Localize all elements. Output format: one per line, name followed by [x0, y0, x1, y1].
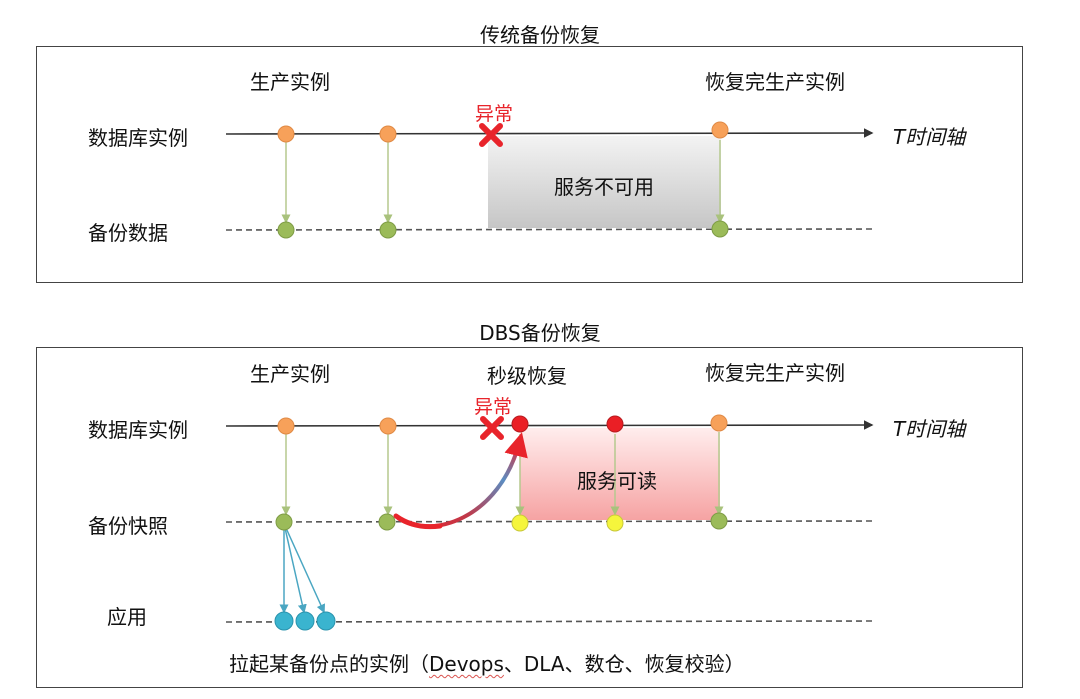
database-timeline [225, 420, 874, 430]
yellow-node-icon [606, 514, 624, 532]
exception-x-icon [480, 416, 504, 440]
backup-snapshot-line [225, 520, 873, 523]
production-instance-label: 生产实例 [250, 70, 330, 94]
service-readable-region [520, 428, 720, 520]
orange-node-icon [277, 417, 295, 435]
green-node-icon [277, 221, 295, 239]
application-row-label: 应用 [107, 605, 147, 629]
recovery-arc-head [393, 513, 443, 530]
cyan-node-icon [295, 611, 315, 631]
service-readable-label: 服务可读 [577, 469, 657, 493]
recovered-instance-label: 恢复完生产实例 [705, 70, 845, 94]
database-timeline [225, 128, 874, 138]
green-node-icon [711, 220, 729, 238]
service-unavailable-label: 服务不可用 [554, 175, 654, 199]
red-node-icon [606, 415, 624, 433]
application-line [225, 620, 873, 623]
orange-node-icon [711, 121, 729, 139]
green-node-icon [710, 512, 728, 530]
dbs-backup-title: DBS备份恢复 [479, 321, 601, 345]
dbs-diagram [225, 414, 874, 631]
database-instance-row-label: 数据库实例 [88, 418, 188, 442]
description-prefix: 拉起某备份点的实例（ [229, 652, 429, 676]
backup-data-line [225, 228, 873, 231]
red-node-icon [511, 415, 529, 433]
backup-data-row-label: 备份数据 [88, 221, 168, 245]
production-instance-label: 生产实例 [250, 362, 330, 386]
time-axis-label: T时间轴 [893, 125, 966, 149]
app-arrow [285, 527, 326, 614]
traditional-backup-title: 传统备份恢复 [480, 23, 600, 47]
service-unavailable-region [488, 136, 721, 228]
recovered-instance-label: 恢复完生产实例 [705, 361, 845, 385]
cyan-node-icon [316, 611, 336, 631]
green-node-icon [275, 513, 293, 531]
orange-node-icon [379, 417, 397, 435]
app-arrow [284, 527, 307, 614]
exception-label: 异常 [473, 396, 513, 418]
traditional-backup-panel [36, 46, 1023, 283]
exception-x-icon [479, 123, 503, 147]
application-description: 拉起某备份点的实例（Devops、DLA、数仓、恢复校验） [229, 648, 745, 677]
green-node-icon [378, 513, 396, 531]
second-level-recovery-label: 秒级恢复 [487, 364, 567, 388]
description-rest: 、DLA、数仓、恢复校验） [503, 652, 745, 676]
dbs-backup-panel [36, 347, 1023, 688]
orange-node-icon [277, 125, 295, 143]
recovery-arc [396, 432, 528, 529]
cyan-node-icon [274, 611, 294, 631]
orange-node-icon [710, 414, 728, 432]
backup-snapshot-row-label: 备份快照 [88, 514, 168, 538]
exception-label: 异常 [474, 103, 514, 125]
orange-node-icon [379, 125, 397, 143]
green-node-icon [379, 221, 397, 239]
traditional-diagram [225, 121, 874, 239]
database-instance-row-label: 数据库实例 [88, 126, 188, 150]
yellow-node-icon [511, 514, 529, 532]
time-axis-label: T时间轴 [893, 417, 966, 441]
devops-term: Devops [429, 652, 504, 676]
